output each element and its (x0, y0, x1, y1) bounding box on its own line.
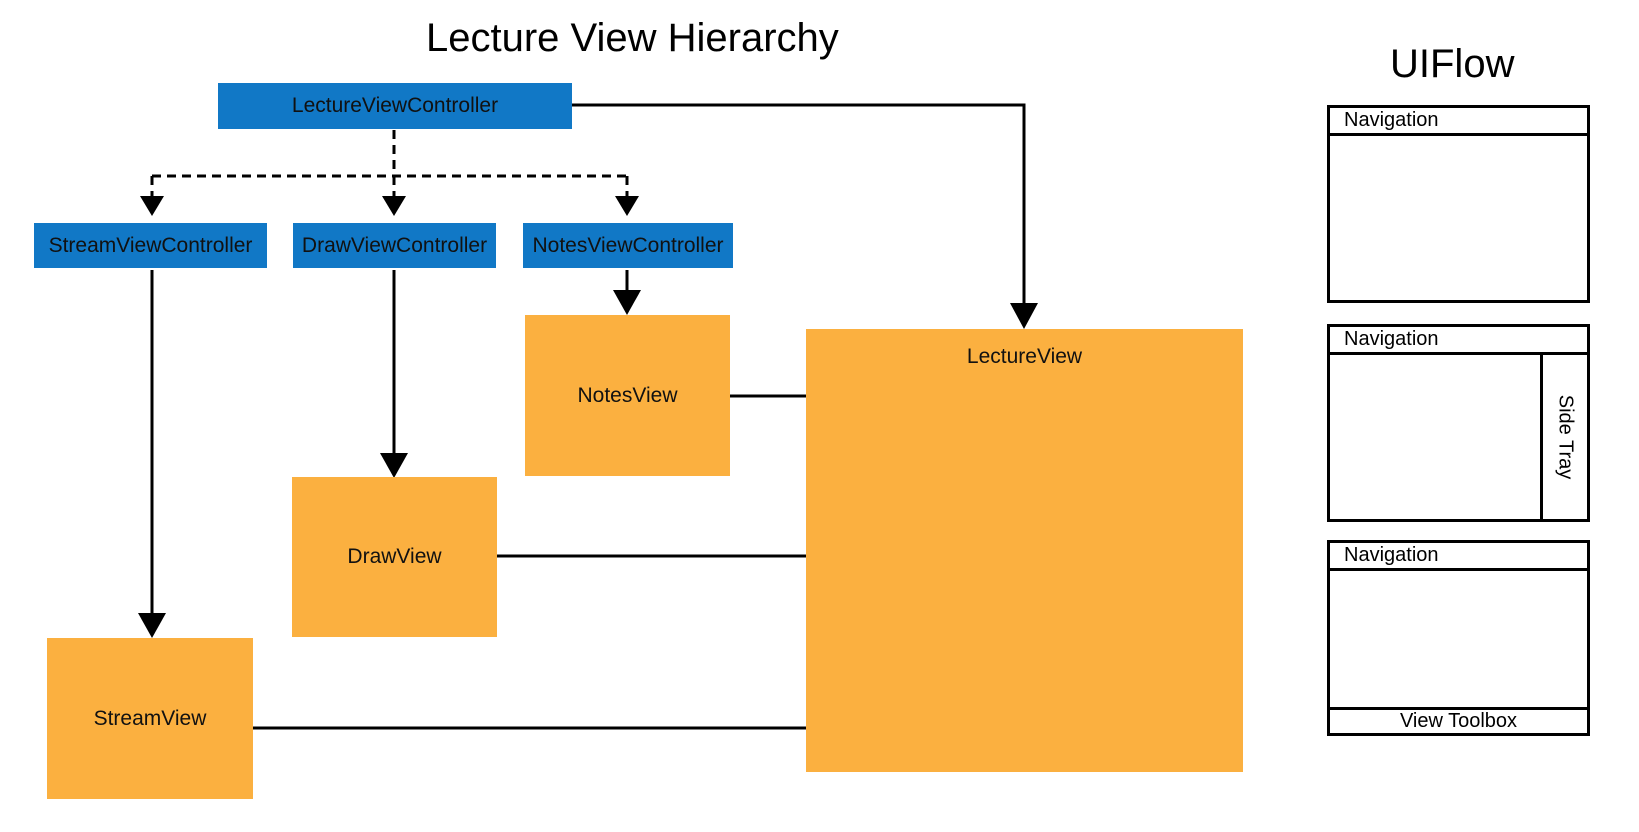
draw-view-label: DrawView (347, 545, 442, 568)
ui-flow-title: UIFlow (1390, 42, 1515, 86)
arrowhead-draw-controller (382, 196, 406, 216)
stream-view-label: StreamView (93, 706, 207, 730)
notes-view-controller-box: NotesViewController (523, 223, 733, 268)
ui-flow-layout-side-tray: Navigation Side Tray (1327, 324, 1590, 522)
arrowhead-streamview (138, 613, 166, 638)
stream-view-controller-label: StreamViewController (48, 233, 253, 257)
notes-view-box: NotesView (525, 315, 730, 476)
side-tray-label: Side Tray (1554, 394, 1577, 480)
layout-2-side-tray: Side Tray (1540, 355, 1587, 519)
hierarchy-title: Lecture View Hierarchy (426, 16, 839, 60)
draw-view-controller-box: DrawViewController (293, 223, 496, 268)
layout-3-view-toolbox: View Toolbox (1330, 707, 1587, 733)
arrowhead-stream-controller (140, 196, 164, 216)
stream-view-box: StreamView (47, 638, 253, 799)
arrowhead-drawview (380, 453, 408, 478)
stream-view-controller-box: StreamViewController (34, 223, 267, 268)
arrowhead-lectureview-top (1010, 303, 1038, 329)
ui-flow-layout-basic: Navigation (1327, 105, 1590, 303)
draw-view-box: DrawView (292, 477, 497, 637)
arrowhead-notes-controller (615, 196, 639, 216)
layout-3-navigation: Navigation (1330, 543, 1587, 571)
notes-view-label: NotesView (577, 383, 678, 407)
layout-2-navigation: Navigation (1330, 327, 1587, 355)
arrowhead-notesview (613, 290, 641, 315)
layout-1-navigation: Navigation (1330, 108, 1587, 136)
ui-flow-layout-toolbox: Navigation View Toolbox (1327, 540, 1590, 736)
lecture-view-controller-label: LectureViewController (291, 94, 499, 117)
lecture-view-box: LectureView (806, 329, 1243, 772)
line-lecturecontroller-to-lectureview (572, 103, 1026, 303)
notes-view-controller-label: NotesViewController (532, 233, 724, 257)
lecture-view-label: LectureView (966, 345, 1083, 368)
draw-view-controller-label: DrawViewController (301, 233, 488, 257)
lecture-view-controller-box: LectureViewController (218, 83, 572, 129)
